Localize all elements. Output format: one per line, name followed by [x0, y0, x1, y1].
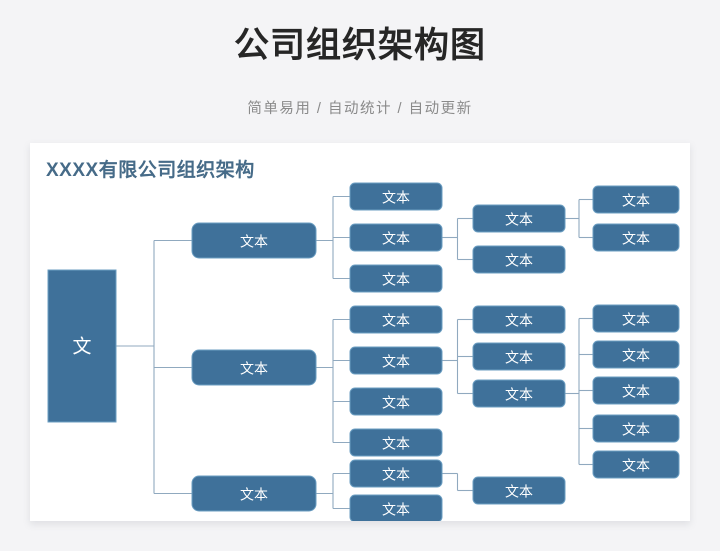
org-node[interactable]: 文本 — [472, 245, 566, 274]
org-node-label: 文本 — [622, 384, 650, 400]
org-chart-nodes: 文文本文本文本文本文本文本文本文本文本文本文本文本文本文本文本文本文本文本文本文… — [47, 182, 680, 521]
org-node[interactable]: 文本 — [349, 459, 443, 488]
org-node-box[interactable] — [592, 185, 680, 214]
org-node-box[interactable] — [349, 264, 443, 293]
org-node-box[interactable] — [349, 459, 443, 488]
org-node-box[interactable] — [472, 342, 566, 371]
org-node-label: 文本 — [622, 458, 650, 474]
org-node-label: 文本 — [505, 350, 533, 366]
org-node-box[interactable] — [349, 223, 443, 252]
org-node-box[interactable] — [592, 414, 680, 443]
org-node-box[interactable] — [191, 349, 317, 386]
org-node-box[interactable] — [592, 376, 680, 405]
org-chart-connectors — [116, 195, 593, 510]
org-node-label: 文本 — [505, 253, 533, 269]
org-node-box[interactable] — [47, 269, 117, 423]
org-node[interactable]: 文本 — [592, 223, 680, 252]
org-node[interactable]: 文本 — [592, 414, 680, 443]
org-node-box[interactable] — [592, 340, 680, 369]
org-node-label: 文本 — [382, 502, 410, 518]
org-node-label: 文本 — [505, 212, 533, 228]
org-chart-area: 文文本文本文本文本文本文本文本文本文本文本文本文本文本文本文本文本文本文本文本文… — [30, 143, 690, 521]
org-node-box[interactable] — [592, 450, 680, 479]
org-node-box[interactable] — [191, 222, 317, 259]
org-node-label: 文本 — [622, 312, 650, 328]
org-node-label: 文本 — [505, 387, 533, 403]
org-node-label: 文本 — [382, 313, 410, 329]
org-node-label: 文本 — [622, 348, 650, 364]
org-node-box[interactable] — [349, 346, 443, 375]
org-node[interactable]: 文本 — [349, 305, 443, 334]
org-node[interactable]: 文本 — [349, 346, 443, 375]
page-subtitle: 简单易用 / 自动统计 / 自动更新 — [247, 101, 473, 117]
org-node-box[interactable] — [349, 428, 443, 457]
org-node[interactable]: 文本 — [349, 223, 443, 252]
org-node[interactable]: 文本 — [191, 349, 317, 386]
org-node-box[interactable] — [472, 245, 566, 274]
org-node[interactable]: 文本 — [472, 476, 566, 505]
org-node[interactable]: 文本 — [592, 304, 680, 333]
org-node-label: 文本 — [505, 313, 533, 329]
org-node-box[interactable] — [472, 305, 566, 334]
org-node[interactable]: 文本 — [349, 182, 443, 211]
org-chart-title: XXXX有限公司组织架构 — [46, 160, 255, 181]
org-node[interactable]: 文本 — [592, 340, 680, 369]
org-node-label: 文本 — [382, 467, 410, 483]
org-node-label: 文本 — [240, 487, 268, 503]
org-node-box[interactable] — [349, 305, 443, 334]
org-node[interactable]: 文本 — [472, 305, 566, 334]
org-chart-card: XXXX有限公司组织架构 文文本文本文本文本文本文本文本文本文本文本文本文本文本… — [30, 143, 690, 521]
org-node[interactable]: 文本 — [472, 342, 566, 371]
org-node-box[interactable] — [472, 476, 566, 505]
org-node-label: 文本 — [240, 234, 268, 250]
org-node[interactable]: 文本 — [472, 379, 566, 408]
org-node[interactable]: 文本 — [191, 475, 317, 512]
org-node[interactable]: 文本 — [592, 450, 680, 479]
page-title: 公司组织架构图 — [233, 26, 486, 65]
org-node-label: 文本 — [382, 354, 410, 370]
org-node-box[interactable] — [349, 494, 443, 521]
org-node-root[interactable]: 文 — [47, 269, 117, 423]
org-node-label: 文本 — [240, 361, 268, 377]
org-node[interactable]: 文本 — [349, 494, 443, 521]
org-node-box[interactable] — [472, 379, 566, 408]
org-node-box[interactable] — [472, 204, 566, 233]
org-node[interactable]: 文本 — [191, 222, 317, 259]
org-node[interactable]: 文本 — [349, 264, 443, 293]
org-node-label: 文 — [72, 336, 91, 358]
org-node-label: 文本 — [382, 190, 410, 206]
org-node-box[interactable] — [349, 182, 443, 211]
org-node-label: 文本 — [382, 231, 410, 247]
org-node-box[interactable] — [592, 304, 680, 333]
org-node-label: 文本 — [622, 231, 650, 247]
org-node-label: 文本 — [382, 395, 410, 411]
org-node[interactable]: 文本 — [349, 428, 443, 457]
org-node-label: 文本 — [622, 193, 650, 209]
org-node[interactable]: 文本 — [349, 387, 443, 416]
org-node-label: 文本 — [622, 422, 650, 438]
org-node-box[interactable] — [592, 223, 680, 252]
org-node-label: 文本 — [505, 484, 533, 500]
org-node[interactable]: 文本 — [592, 185, 680, 214]
org-node-box[interactable] — [349, 387, 443, 416]
org-node-label: 文本 — [382, 436, 410, 452]
org-node-label: 文本 — [382, 272, 410, 288]
org-chart-svg: 文文本文本文本文本文本文本文本文本文本文本文本文本文本文本文本文本文本文本文本文… — [47, 182, 680, 521]
org-node[interactable]: 文本 — [472, 204, 566, 233]
org-node[interactable]: 文本 — [592, 376, 680, 405]
org-node-box[interactable] — [191, 475, 317, 512]
